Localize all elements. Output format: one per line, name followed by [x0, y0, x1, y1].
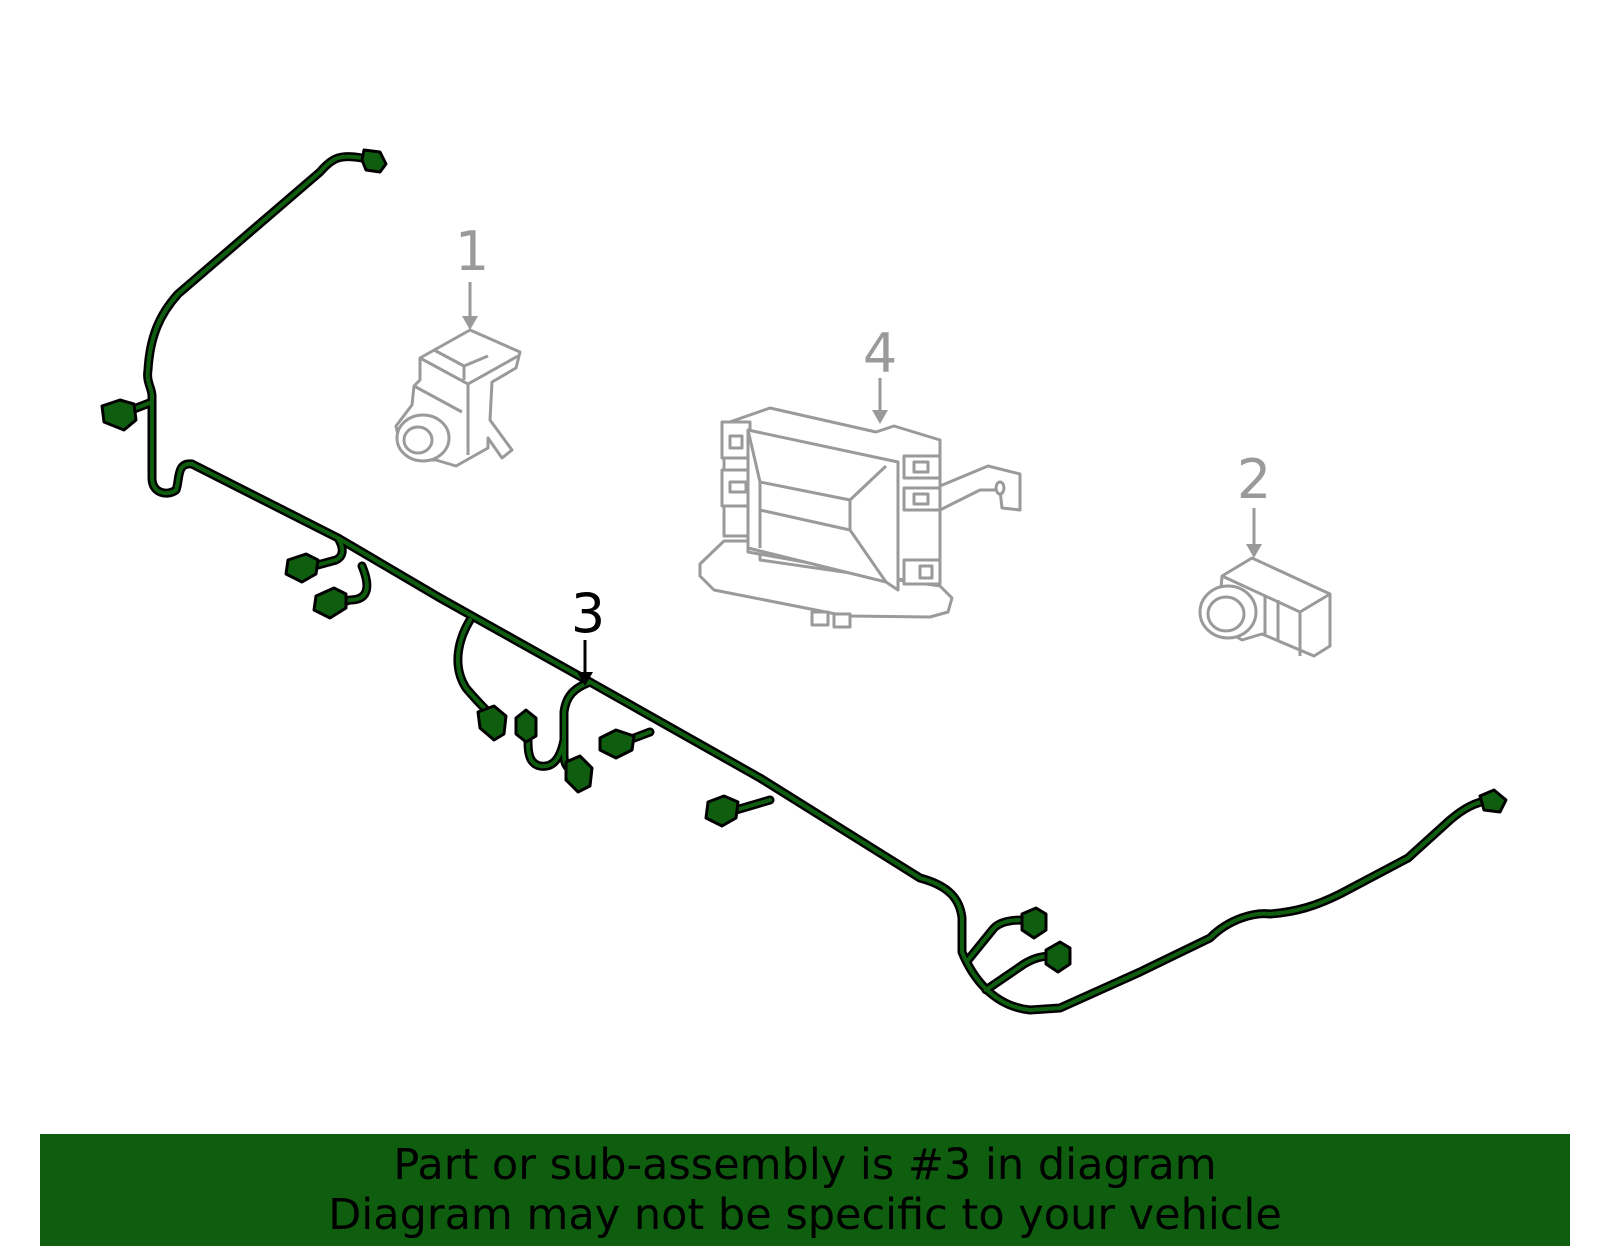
connector-4	[514, 708, 538, 744]
banner-line-1: Part or sub-assembly is #3 in diagram	[393, 1140, 1217, 1190]
connector-9	[1044, 940, 1072, 974]
callout-4: 4	[863, 322, 897, 424]
callout-2-label: 2	[1237, 448, 1271, 511]
connector-1	[284, 552, 320, 584]
notice-banner: Part or sub-assembly is #3 in diagram Di…	[40, 1134, 1570, 1246]
connector-7	[704, 794, 740, 828]
connector-2	[312, 586, 348, 620]
banner-background	[40, 1134, 1570, 1246]
callout-4-label: 4	[863, 322, 897, 385]
connector-left	[100, 398, 138, 432]
connector-6	[598, 728, 636, 760]
callout-3: 3	[571, 582, 605, 686]
part-4-module	[698, 406, 1022, 629]
connector-top-left	[360, 148, 388, 174]
connector-5	[564, 754, 594, 794]
callout-2: 2	[1237, 448, 1271, 558]
banner-line-2: Diagram may not be specific to your vehi…	[328, 1190, 1282, 1240]
callout-1: 1	[455, 220, 489, 330]
part-1-camera	[394, 328, 522, 468]
callout-1-label: 1	[455, 220, 489, 283]
connector-right	[1478, 788, 1508, 814]
part-2-sensor	[1198, 556, 1332, 658]
connector-8	[1020, 906, 1048, 940]
connector-3	[476, 704, 508, 742]
callout-3-label: 3	[571, 582, 605, 645]
harness-connectors	[100, 148, 1508, 974]
